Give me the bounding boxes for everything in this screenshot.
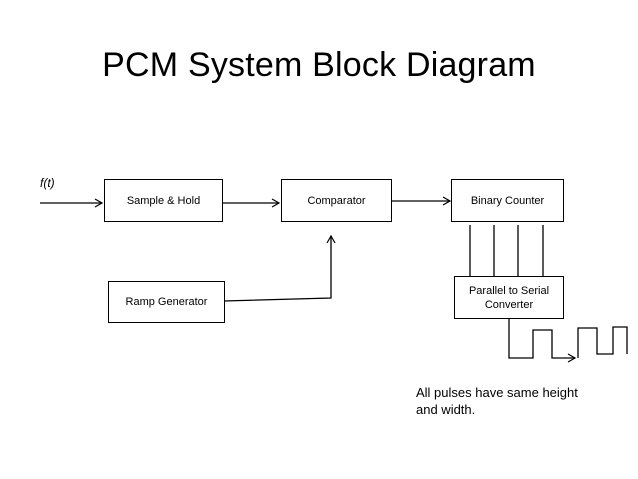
parallel-to-serial-label-line1: Parallel to Serial — [468, 284, 550, 297]
binary-counter-label: Binary Counter — [470, 194, 545, 207]
ramp-generator-block: Ramp Generator — [108, 281, 225, 323]
parallel-to-serial-label-line2: Converter — [484, 298, 534, 311]
input-signal-label: f(t) — [40, 176, 55, 190]
ramp-generator-label: Ramp Generator — [125, 296, 208, 308]
sample-hold-label: Sample & Hold — [126, 194, 201, 207]
serial-pulse-train-tail — [577, 326, 628, 358]
comparator-block: Comparator — [281, 179, 392, 222]
parallel-to-serial-block: Parallel to Serial Converter — [454, 276, 564, 319]
sample-hold-block: Sample & Hold — [104, 179, 223, 222]
diagram-title: PCM System Block Diagram — [102, 46, 536, 84]
pulse-note: All pulses have same height and width. — [416, 384, 626, 418]
binary-counter-block: Binary Counter — [451, 179, 564, 222]
ramp-to-comparator-line — [223, 234, 336, 302]
pulse-note-line2: and width. — [416, 402, 476, 417]
comparator-label: Comparator — [307, 194, 366, 207]
serial-pulse-train — [508, 319, 577, 363]
pulse-note-line1: All pulses have same height — [416, 385, 578, 400]
